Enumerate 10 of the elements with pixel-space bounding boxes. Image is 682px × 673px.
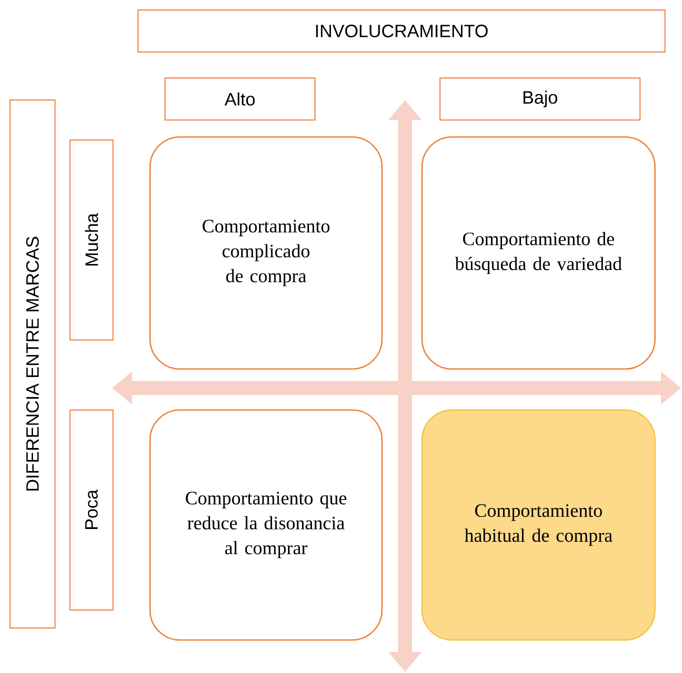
header-box: INVOLUCRAMIENTO <box>138 10 666 52</box>
row-label-box: Mucha <box>70 140 114 340</box>
row-label-box: DIFERENCIA ENTRE MARCAS <box>10 100 56 628</box>
row-label-box: Poca <box>70 410 114 610</box>
quadrant-box: Comportamiento complicado de compra <box>149 136 383 370</box>
quadrant-box: Comportamiento que reduce la disonancia al comprar <box>149 409 383 641</box>
header-box: Alto <box>164 78 316 120</box>
quadrant-box: Comportamiento habitual de compra <box>421 409 656 641</box>
header-box: Bajo <box>440 78 640 120</box>
quadrant-box: Comportamiento de búsqueda de variedad <box>421 136 656 370</box>
